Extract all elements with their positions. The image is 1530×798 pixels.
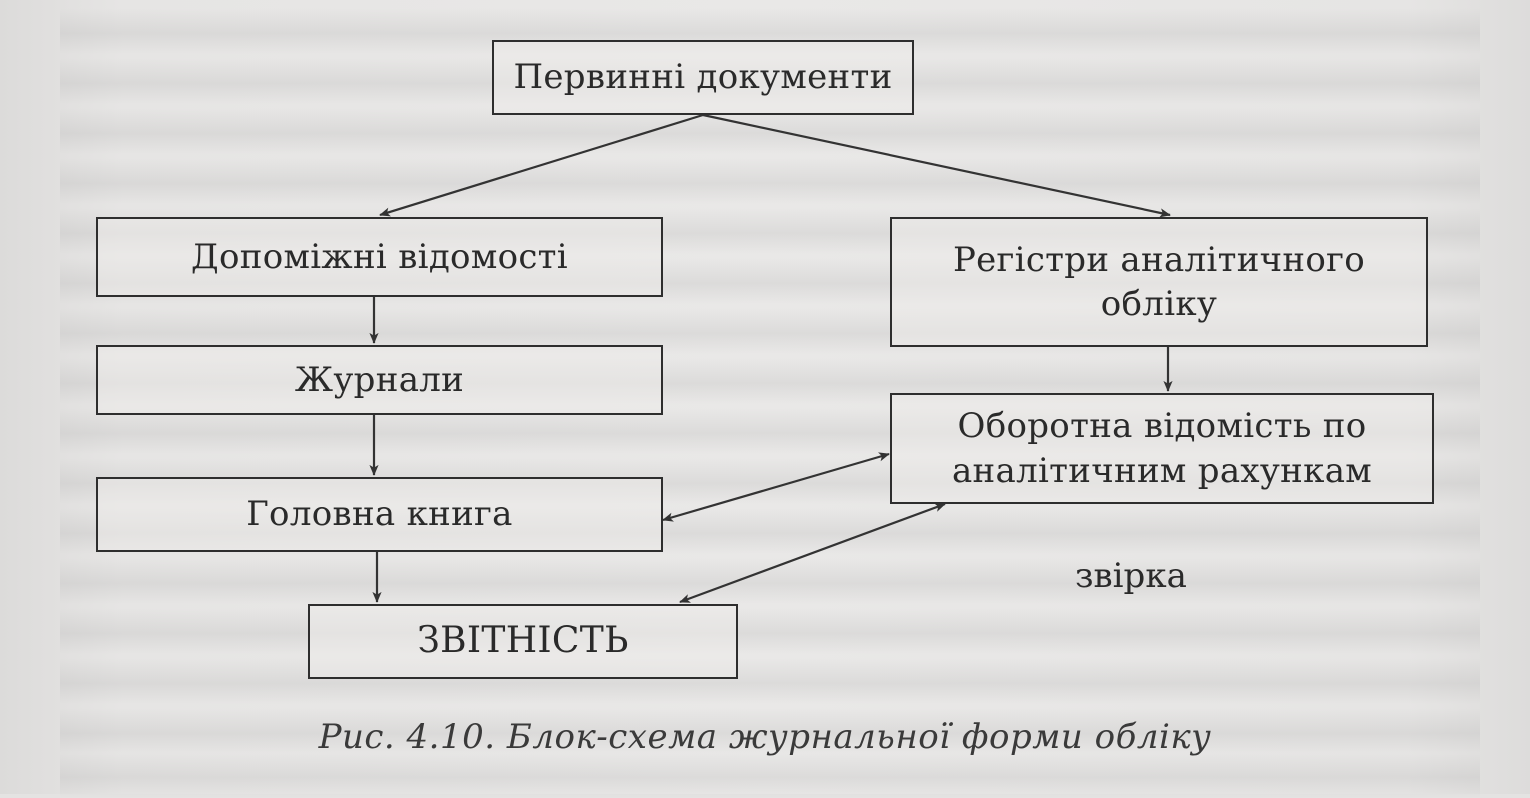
reconciliation-label: звірка [1075, 556, 1187, 596]
arrow-turnover-ledger-bidirectional [662, 452, 890, 522]
figure-caption: Рис. 4.10. Блок-схема журнальної форми о… [318, 717, 1212, 757]
node-journals: Журнали [96, 345, 663, 415]
node-primary-documents: Первинні документи [492, 40, 914, 115]
node-turnover-statement: Оборотна відомість по аналітичним рахунк… [890, 393, 1434, 504]
node-label: ЗВІТНІСТЬ [417, 620, 629, 662]
node-label: Оборотна відомість по аналітичним рахунк… [951, 406, 1373, 491]
arrow-primary-to-registers [702, 113, 1171, 218]
node-reporting: ЗВІТНІСТЬ [308, 604, 738, 679]
node-general-ledger: Головна книга [96, 477, 663, 552]
node-label: Допоміжні відомості [191, 236, 568, 277]
node-label: Регістри аналітичного обліку [952, 239, 1366, 324]
arrow-primary-to-aux [379, 113, 704, 217]
node-auxiliary-statements: Допоміжні відомості [96, 217, 663, 297]
node-analytic-registers: Регістри аналітичного обліку [890, 217, 1428, 347]
node-label: Головна книга [246, 494, 513, 535]
arrow-turnover-reporting-bidirectional [679, 502, 946, 604]
node-label: Журнали [294, 359, 465, 400]
node-label: Первинні документи [513, 57, 893, 98]
